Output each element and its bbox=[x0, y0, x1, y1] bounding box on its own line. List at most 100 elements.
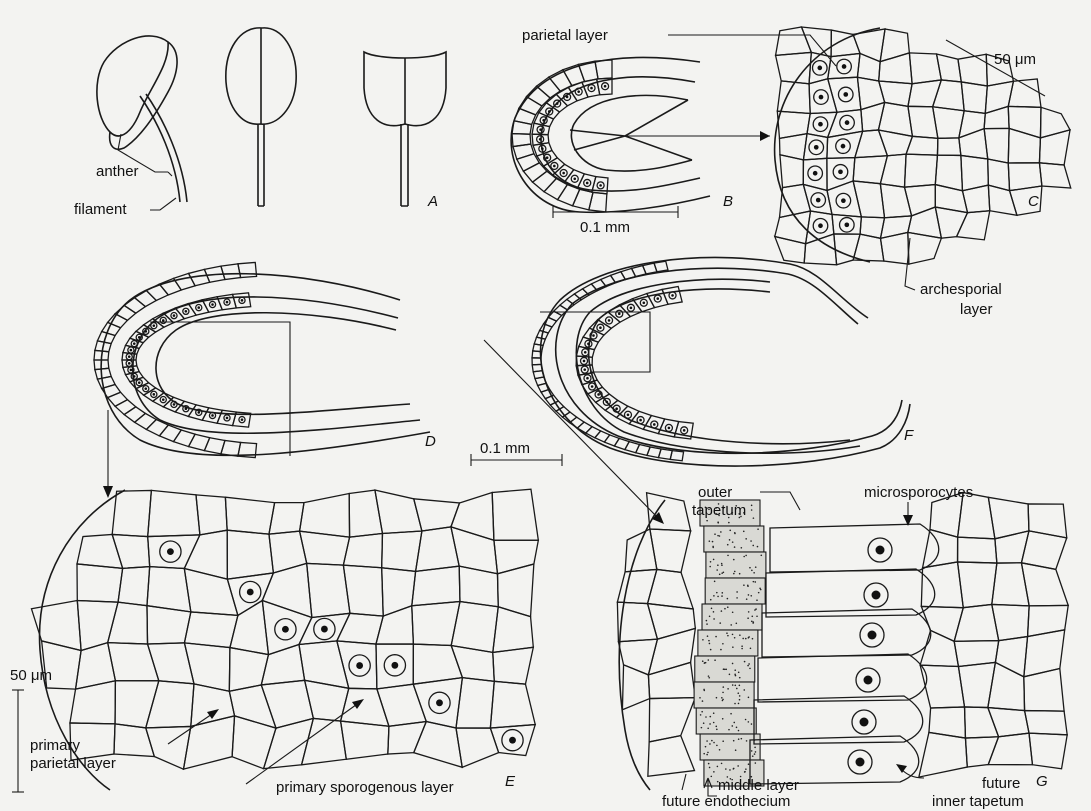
nucleolus bbox=[683, 429, 686, 432]
cell bbox=[775, 236, 806, 263]
stippled-cell bbox=[700, 734, 760, 760]
nucleolus bbox=[282, 626, 289, 633]
archesporial-label-1: archesporial bbox=[920, 281, 1002, 298]
stipple-dot bbox=[722, 643, 724, 645]
nucleolus bbox=[583, 368, 586, 371]
cell bbox=[958, 54, 987, 86]
cell bbox=[1025, 711, 1068, 735]
stipple-dot bbox=[728, 522, 730, 524]
cell bbox=[988, 662, 1025, 710]
stipple-dot bbox=[732, 611, 734, 613]
stipple-dot bbox=[719, 749, 721, 751]
cell bbox=[1039, 130, 1070, 165]
cell bbox=[377, 684, 426, 726]
nucleolus bbox=[586, 377, 589, 380]
cell bbox=[958, 662, 995, 707]
nucleolus bbox=[592, 334, 595, 337]
nucleolus bbox=[818, 122, 823, 127]
cell bbox=[189, 434, 210, 450]
stipple-dot bbox=[708, 640, 710, 642]
stipple-dot bbox=[722, 718, 724, 720]
stipple-dot bbox=[705, 716, 707, 718]
cell bbox=[988, 708, 1029, 737]
primary-sporogenous-label: primary sporogenous layer bbox=[276, 779, 454, 796]
panel-a-letter: A bbox=[427, 193, 438, 210]
stipple-dot bbox=[734, 673, 736, 675]
panel-d-anther-lobe bbox=[94, 262, 430, 457]
cell bbox=[1028, 605, 1069, 636]
stipple-dot bbox=[709, 767, 711, 769]
nucleolus bbox=[211, 303, 214, 306]
stipple-dot bbox=[739, 573, 741, 575]
nucleolus bbox=[162, 398, 165, 401]
stipple-dot bbox=[701, 711, 703, 713]
stipple-dot bbox=[732, 684, 734, 686]
stipple-dot bbox=[743, 531, 745, 533]
cell bbox=[776, 27, 812, 55]
c-scale-bar bbox=[946, 40, 1045, 96]
stipple-dot bbox=[728, 729, 730, 731]
stipple-dot bbox=[745, 768, 747, 770]
stipple-dot bbox=[748, 721, 750, 723]
stipple-dot bbox=[733, 722, 735, 724]
stipple-dot bbox=[748, 663, 750, 665]
nucleolus bbox=[144, 330, 147, 333]
stipple-dot bbox=[739, 677, 741, 679]
cell bbox=[337, 613, 383, 644]
nucleolus bbox=[539, 128, 542, 131]
cell bbox=[532, 364, 542, 371]
nucleolus bbox=[241, 418, 244, 421]
microsporocyte bbox=[758, 654, 927, 702]
cell bbox=[995, 531, 1029, 563]
stipple-dot bbox=[729, 530, 731, 532]
stipple-dot bbox=[736, 622, 738, 624]
cell bbox=[933, 80, 965, 111]
nucleolus bbox=[138, 336, 141, 339]
cell bbox=[459, 566, 498, 607]
cell bbox=[904, 154, 937, 187]
stipple-dot bbox=[715, 726, 717, 728]
stipple-dot bbox=[727, 555, 729, 557]
cell bbox=[604, 435, 619, 446]
cell bbox=[264, 718, 314, 768]
nucleolus bbox=[843, 92, 848, 97]
cell bbox=[490, 681, 535, 728]
panel-g-wall-detail bbox=[617, 493, 1068, 790]
stipple-dot bbox=[722, 740, 724, 742]
stipple-dot bbox=[716, 697, 718, 699]
stipple-dot bbox=[757, 546, 759, 548]
stipple-dot bbox=[725, 668, 727, 670]
archesporial-label-2: layer bbox=[960, 301, 993, 318]
nucleolus bbox=[615, 407, 618, 410]
stipple-dot bbox=[734, 571, 736, 573]
stipple-dot bbox=[746, 598, 748, 600]
nucleolus bbox=[668, 427, 671, 430]
future-inner-tapetum-label-1: future bbox=[982, 775, 1020, 792]
cell bbox=[159, 425, 181, 442]
stipple-dot bbox=[733, 573, 735, 575]
cell bbox=[512, 134, 531, 147]
nucleolus bbox=[583, 360, 586, 363]
stipple-dot bbox=[699, 697, 701, 699]
stipple-dot bbox=[739, 634, 741, 636]
cell bbox=[636, 445, 650, 456]
stipple-dot bbox=[707, 659, 709, 661]
cell bbox=[451, 602, 498, 653]
outer-tapetum-leader bbox=[760, 492, 800, 510]
stipple-dot bbox=[713, 611, 715, 613]
stippled-cell bbox=[706, 552, 766, 578]
stipple-dot bbox=[748, 594, 750, 596]
cell bbox=[618, 639, 657, 675]
stipple-dot bbox=[721, 592, 723, 594]
primary-sporogenous-leader bbox=[246, 702, 360, 784]
stipple-dot bbox=[702, 639, 704, 641]
cell bbox=[880, 184, 911, 218]
cell bbox=[388, 722, 426, 755]
cell bbox=[958, 562, 997, 608]
cell bbox=[184, 612, 237, 648]
nucleolus bbox=[844, 222, 849, 227]
stipple-dot bbox=[741, 645, 743, 647]
stipple-dot bbox=[710, 649, 712, 651]
cell bbox=[1008, 128, 1040, 163]
stipple-dot bbox=[732, 541, 734, 543]
